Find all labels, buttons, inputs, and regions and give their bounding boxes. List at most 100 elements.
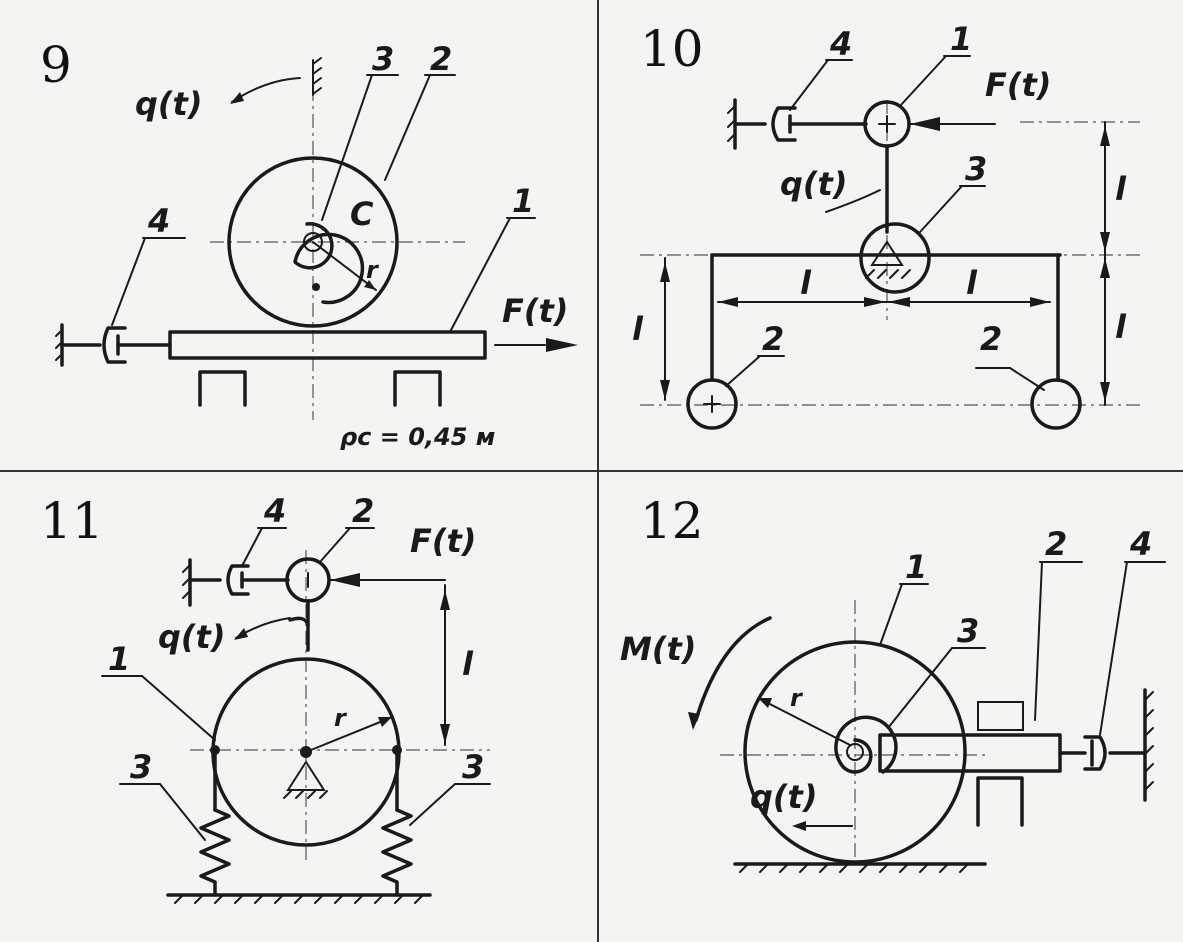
part-1-label: 1 xyxy=(905,548,927,586)
spiral-end-dot xyxy=(312,283,320,291)
panel-10: 10 4 1 F(t) 3 xyxy=(632,20,1140,430)
guide-bottom xyxy=(976,776,1024,827)
panel-9: 9 q(t) 3 2 C r 1 xyxy=(40,36,578,451)
part-2-right-label: 2 xyxy=(980,320,1002,358)
part-4-leader xyxy=(241,527,263,567)
part-3-left-label: 3 xyxy=(130,748,152,786)
part-3-right-label: 3 xyxy=(462,748,484,786)
q-label: q(t) xyxy=(750,778,817,816)
damper-cylinder xyxy=(226,564,250,596)
q-arrowhead xyxy=(234,628,248,640)
dim-l-label: l xyxy=(462,645,474,683)
damper-wall-hatch xyxy=(727,105,736,142)
part-4-leader xyxy=(789,59,829,111)
dim-l-top: l xyxy=(1115,170,1127,208)
part-2-left-label: 2 xyxy=(762,320,784,358)
q-arrow xyxy=(825,189,881,213)
radius-r xyxy=(761,699,851,746)
part-3-label: 3 xyxy=(965,150,987,188)
bar-2 xyxy=(878,733,1062,773)
part-2-label: 2 xyxy=(1045,525,1067,563)
spiral-3 xyxy=(834,715,898,774)
q-label: q(t) xyxy=(780,165,847,203)
part-3-left-leader xyxy=(159,783,206,841)
dim-l-left-vertical: l xyxy=(632,310,644,348)
panel-12: 12 1 3 r M(t) q(t) 2 xyxy=(620,492,1166,873)
guide-left xyxy=(198,370,247,407)
part-3-leader xyxy=(919,185,963,233)
ball-2-right xyxy=(1030,378,1082,430)
panel-number: 11 xyxy=(40,492,104,550)
part-2-leader xyxy=(319,527,351,563)
part-1-leader xyxy=(141,675,216,741)
q-arrowhead xyxy=(230,92,244,104)
panel-number: 12 xyxy=(640,492,704,550)
dim-horizontal-arrows xyxy=(718,297,1050,307)
part-4-label: 4 xyxy=(263,492,286,530)
damper-cylinder xyxy=(1083,735,1107,771)
damper-cylinder xyxy=(771,106,797,142)
part-3-leader xyxy=(321,74,373,221)
q-label: q(t) xyxy=(158,618,225,656)
damper-cylinder xyxy=(102,326,127,364)
part-2-label: 2 xyxy=(352,492,374,530)
guide-top xyxy=(977,701,1024,731)
part-3-right-leader xyxy=(409,783,456,826)
panel-number: 10 xyxy=(640,20,704,78)
r-label: r xyxy=(366,256,380,284)
panel-11: 11 4 2 F(t) l q(t) xyxy=(40,492,491,904)
damper-wall-hatch xyxy=(1144,691,1154,791)
radius-note: ρc = 0,45 м xyxy=(340,423,495,451)
dim-l-bottom: l xyxy=(1115,308,1127,346)
part-4-label: 4 xyxy=(1129,525,1152,563)
part-2-right-leader xyxy=(1009,367,1045,391)
force-label: F(t) xyxy=(502,292,568,330)
panel-number: 9 xyxy=(40,36,72,94)
r-label: r xyxy=(790,684,804,712)
part-2-left-leader xyxy=(725,355,761,387)
q-arrowhead xyxy=(792,821,806,831)
c-label: C xyxy=(350,195,374,233)
part-2-leader xyxy=(384,74,431,181)
force-arrowhead xyxy=(546,338,578,352)
part-1-label: 1 xyxy=(950,20,972,58)
part-4-label: 4 xyxy=(147,202,170,240)
part-3-leader xyxy=(887,647,953,729)
moment-label: M(t) xyxy=(620,630,696,668)
part-4-label: 4 xyxy=(829,25,852,63)
part-3-label: 3 xyxy=(372,40,394,78)
q-label: q(t) xyxy=(135,85,202,123)
wheel-1 xyxy=(743,640,967,864)
radius-arrow xyxy=(758,698,772,708)
dim-l-right: l xyxy=(966,264,978,302)
radius-arrow xyxy=(364,280,376,290)
part-1-label: 1 xyxy=(512,182,534,220)
spring-right xyxy=(381,808,413,897)
spring-left xyxy=(199,808,231,897)
ground-hatch xyxy=(174,894,424,904)
part-1-leader xyxy=(449,217,511,333)
spiral-c xyxy=(293,222,365,305)
radius-r xyxy=(305,717,391,753)
ground-hatch xyxy=(739,863,969,873)
spring-right-joint xyxy=(392,745,402,755)
damper-wall-hatch xyxy=(55,329,63,361)
rod-joint xyxy=(288,616,310,627)
force-arrowhead xyxy=(330,573,360,587)
part-4-leader xyxy=(1099,561,1128,736)
radius-r xyxy=(312,241,377,291)
part-3-label: 3 xyxy=(957,612,979,650)
part-1-leader xyxy=(879,583,903,646)
part-2-leader xyxy=(1034,561,1043,721)
part-1-leader xyxy=(899,55,947,107)
disc-2 xyxy=(227,156,399,328)
part-4-leader xyxy=(111,237,146,326)
top-support-hatch xyxy=(312,57,322,95)
disc-center xyxy=(303,232,323,252)
r-label: r xyxy=(334,704,348,732)
force-arrowhead xyxy=(910,117,940,131)
part-2-label: 2 xyxy=(430,40,452,78)
pivot-support xyxy=(286,760,326,791)
force-label: F(t) xyxy=(985,66,1051,104)
